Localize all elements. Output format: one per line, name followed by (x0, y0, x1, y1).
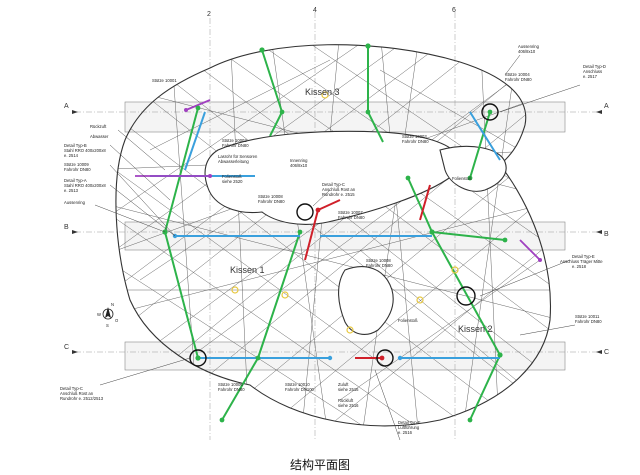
label-stutze-10010: Stütze 10010 (285, 382, 310, 387)
label-detail-typ-e: Detail Typ-E (572, 254, 595, 259)
label-detail-b-ref: e. 2514 (64, 153, 79, 158)
label-luftfuhrung: Luftführung (398, 425, 420, 430)
inner-ring-lower (338, 266, 394, 335)
compass-west: W (97, 312, 101, 317)
label-detail-typ-c-1: Detail Typ-C (322, 182, 345, 187)
label-fahrohr-a: Fahrohr DN80 (505, 77, 532, 82)
label-fahrohr-b: Fahrohr DN80 (222, 143, 249, 148)
label-innenring-spec: 406/8x10 (290, 163, 308, 168)
inner-ring-upper (204, 130, 460, 225)
label-zuluft: Zuluft (338, 382, 349, 387)
label-detail-typ-d: Detail Typ-D (583, 64, 606, 69)
label-anschluss-d: Anschluss (583, 69, 602, 74)
label-fahrohr-e: Fahrohr DN80 (258, 199, 285, 204)
label-detail-typ-b: Detail Typ-B (64, 143, 87, 148)
label-aussenring-left: Aussenring (64, 200, 86, 205)
label-detail-typ-f: Detail Typ-F (398, 420, 421, 425)
label-detail-f-ref: e. 2516 (398, 430, 413, 435)
label-fahrohr-h: Fahrohr DN80 (575, 319, 602, 324)
label-ruckluft: Rückluft (338, 398, 354, 403)
label-fahrohr-dn100: Fahrohr DN100 (285, 387, 315, 392)
purple-members (135, 99, 541, 261)
axis-row-a-right: A (604, 103, 609, 110)
label-stutze-10004: Stütze 10004 (505, 72, 530, 77)
outer-ring (115, 44, 552, 427)
label-anschluss-e: Anschluss Träger Mitte (560, 259, 603, 264)
label-lasrohr: Lasrohr für Sensoren (218, 154, 258, 159)
label-detail-typ-a: Detail Typ-A (64, 178, 87, 183)
label-folienstoss-1: Folienstoß (222, 174, 242, 179)
axis-markers: A A B B C C 2 4 6 (64, 7, 609, 356)
label-detail-e-ref: e. 2518 (572, 264, 587, 269)
label-folienstoss-1-ref: siehe 2520 (222, 179, 243, 184)
label-stutze-10007: Stütze 10007 (338, 210, 363, 215)
label-anschluss-c2: Anschluß Rost an (60, 391, 94, 396)
label-rundrohr-1: Rundrohr e. 2515 (322, 192, 355, 197)
label-aussenring-top-spec: 406/8x10 (518, 49, 536, 54)
label-ruckluft-ref: siehe 2516 (338, 403, 359, 408)
axis-row-a-left: A (64, 103, 69, 110)
axis-row-b-left: B (64, 224, 69, 231)
band-a (124, 101, 566, 133)
callout-detail-c-upper (296, 203, 314, 221)
cushion-1-label: Kissen 1 (230, 265, 265, 275)
axis-row-c-right: C (604, 349, 609, 356)
label-fahrohr-c: Fahrohr DN80 (402, 139, 429, 144)
axis-col-6: 6 (452, 7, 456, 14)
label-stutze-10008-b: Stütze 10008 (366, 258, 391, 263)
label-stutze-10003: Stütze 10003 (402, 134, 427, 139)
label-zuluft-ref: siehe 2516 (338, 387, 359, 392)
cushion-outlines (115, 44, 552, 427)
label-stutze-10001: Stütze 10001 (152, 78, 177, 83)
label-anschluss-c1: Anschluß Rost an (322, 187, 356, 192)
label-fahrohr-g: Fahrohr DN80 (366, 263, 393, 268)
label-stutze-10006: Stütze 10006 (218, 382, 243, 387)
label-folienstoss-3: Folienstoß (398, 318, 418, 323)
label-abwasser: Abwasser (90, 134, 109, 139)
label-innenring: Innenring (290, 158, 308, 163)
compass-north: N (111, 302, 114, 307)
label-fahrohr-f: Fahrohr DN80 (338, 215, 365, 220)
label-fahrohr-i: Fahrohr DN80 (218, 387, 245, 392)
callout-detail-d (481, 103, 499, 121)
compass-south: S (106, 323, 109, 328)
cushion-3-label: Kissen 3 (305, 87, 340, 97)
grid-bands (124, 101, 566, 371)
annotations: Stütze 10001 Aussenring 406/8x10 Stütze … (60, 44, 606, 435)
label-abwasserleitung: Abwasserleitung (218, 159, 249, 164)
red-members (304, 184, 431, 359)
leader-lines (94, 54, 581, 441)
label-folienstoss-2: Folienstoß (452, 176, 472, 181)
callout-detail-e (456, 286, 476, 306)
label-ruckzuft: Rückzuft (90, 124, 107, 129)
label-rundrohr-2: Rundrohr e. 2512/2513 (60, 396, 104, 401)
axis-row-b-right: B (604, 231, 609, 238)
drawing-caption: 结构平面图 (289, 458, 350, 472)
callout-detail-f (376, 349, 394, 367)
label-detail-a-ref: e. 2513 (64, 188, 79, 193)
label-detail-d-ref: e. 2517 (583, 74, 598, 79)
green-supports (164, 46, 506, 421)
compass-rose: N O S W (97, 302, 119, 328)
axis-col-2: 2 (207, 11, 211, 18)
label-stutze-10008-a: Stütze 10008 (258, 194, 283, 199)
label-stahl-rro-2: Stahl RRO 400x200x8 (64, 183, 106, 188)
label-stutze-10011: Stütze 10011 (575, 314, 600, 319)
compass-east: O (115, 318, 119, 323)
label-fahrohr-d: Fahrohr DN80 (64, 167, 91, 172)
nodes (162, 43, 542, 423)
grid-axes (75, 12, 600, 440)
label-stahl-rro-1: Stahl RRO 400x200x8 (64, 148, 106, 153)
detail-callouts (189, 103, 499, 367)
label-detail-typ-c-2: Detail Typ-C (60, 386, 83, 391)
label-stutze-10009: Stütze 10009 (64, 162, 89, 167)
structural-plan-drawing: A A B B C C 2 4 6 (60, 7, 609, 441)
axis-col-4: 4 (313, 7, 317, 14)
label-stutze-10002: Stütze 10002 (222, 138, 247, 143)
label-aussenring-top: Aussenring (518, 44, 540, 49)
cushion-2-label: Kissen 2 (458, 324, 493, 334)
axis-row-c-left: C (64, 344, 69, 351)
